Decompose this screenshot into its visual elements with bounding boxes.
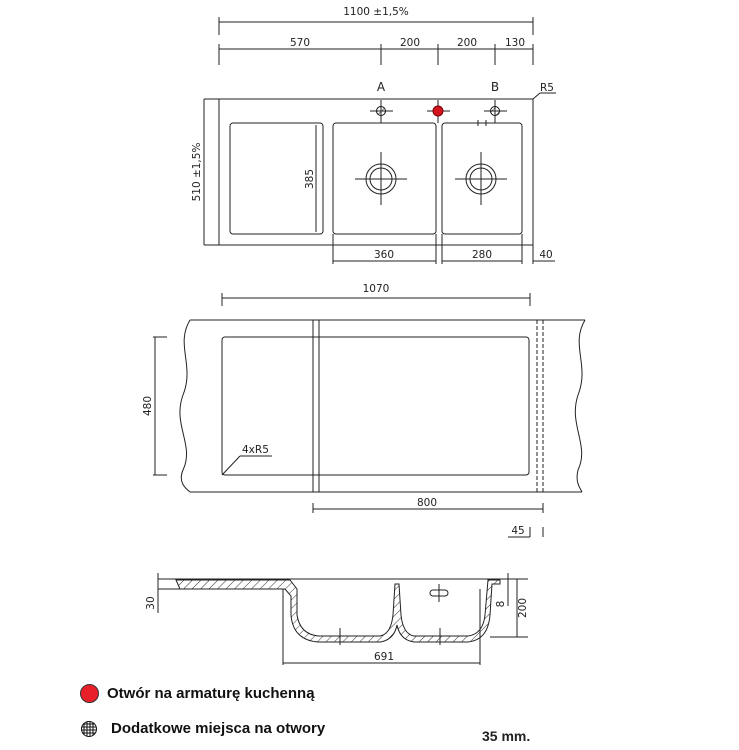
rim-height-label: 30 (145, 596, 157, 609)
segment-4-label: 130 (505, 37, 525, 49)
legend-tap-hole-label: Otwór na armaturę kuchenną (107, 685, 315, 702)
legend-extra-holes: Dodatkowe miejsca na otwory (80, 720, 325, 737)
cutout-depth-label: 480 (142, 396, 154, 416)
overflow-height-label: 8 (495, 601, 507, 608)
hole-diameter-note: 35 mm. (482, 728, 531, 744)
cutout-view (153, 293, 586, 538)
segment-2-label: 200 (400, 37, 420, 49)
section-view (157, 573, 528, 665)
grid-circle-icon (81, 720, 97, 737)
bowl2-width-label: 280 (472, 249, 492, 261)
bowl1-width-label: 360 (374, 249, 394, 261)
top-view (203, 17, 556, 264)
tap-hole-icon (432, 105, 444, 117)
extra-hole-a-icon (376, 106, 386, 116)
legend-tap-hole: Otwór na armaturę kuchenną (80, 684, 315, 703)
technical-drawing: 1100 ±1,5% 570 200 200 130 A B R5 510 ±1… (142, 6, 586, 665)
segment-3-label: 200 (457, 37, 477, 49)
tap-hole-a-label: A (377, 80, 386, 94)
overall-depth-label: 510 ±1,5% (191, 143, 203, 202)
extra-hole-b-icon (490, 106, 500, 116)
drainer-length-label: 385 (304, 169, 316, 189)
legend-extra-holes-label: Dodatkowe miejsca na otwory (111, 720, 326, 737)
cutout-width-label: 1070 (363, 283, 390, 295)
cabinet-width-label: 800 (417, 497, 437, 509)
edge-margin-label: 40 (539, 249, 552, 261)
offset-label: 45 (511, 525, 524, 537)
corner-radius-cutout-label: 4xR5 (242, 444, 269, 456)
segment-1-label: 570 (290, 37, 310, 49)
bowls-width-label: 691 (374, 651, 394, 663)
overall-width-label: 1100 ±1,5% (343, 6, 409, 18)
bowl-depth-label: 200 (517, 598, 529, 618)
tap-hole-b-label: B (491, 80, 499, 94)
corner-radius-label: R5 (540, 82, 554, 94)
red-dot-icon (80, 684, 99, 703)
